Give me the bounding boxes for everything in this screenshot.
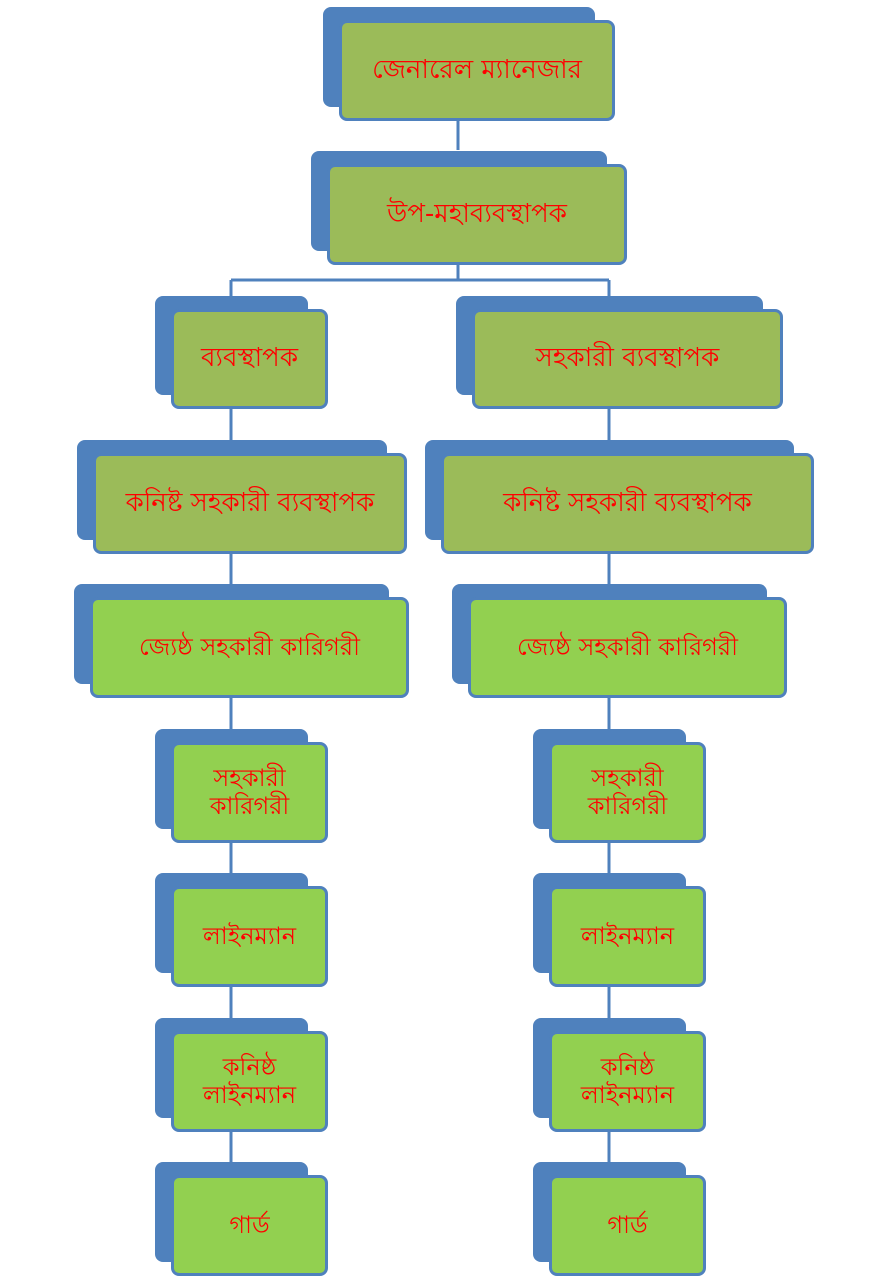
assistant-manager-node: সহকারী ব্যবস্থাপক xyxy=(456,296,783,409)
general-manager-label: জেনারেল ম্যানেজার xyxy=(339,20,615,121)
right-junior-assistant-manager-label: কনিষ্ট সহকারী ব্যবস্থাপক xyxy=(441,453,814,554)
left-senior-assistant-technician-node: জ্যেষ্ঠ সহকারী কারিগরী xyxy=(74,584,409,698)
right-assistant-technician-node: সহকারী কারিগরী xyxy=(533,729,706,843)
manager-node: ব্যবস্থাপক xyxy=(155,296,328,409)
left-assistant-technician-node: সহকারী কারিগরী xyxy=(155,729,328,843)
left-junior-assistant-manager-label: কনিষ্ট সহকারী ব্যবস্থাপক xyxy=(93,453,407,554)
left-guard-label: গার্ড xyxy=(171,1175,328,1276)
left-junior-assistant-manager-node: কনিষ্ট সহকারী ব্যবস্থাপক xyxy=(77,440,407,554)
left-guard-node: গার্ড xyxy=(155,1162,328,1276)
general-manager-node: জেনারেল ম্যানেজার xyxy=(323,7,615,121)
left-assistant-technician-label: সহকারী কারিগরী xyxy=(171,742,328,843)
right-guard-label: গার্ড xyxy=(549,1175,706,1276)
right-lineman-label: লাইনম্যান xyxy=(549,886,706,987)
left-senior-assistant-technician-label: জ্যেষ্ঠ সহকারী কারিগরী xyxy=(90,597,409,698)
right-assistant-technician-label: সহকারী কারিগরী xyxy=(549,742,706,843)
left-lineman-node: লাইনম্যান xyxy=(155,873,328,987)
left-lineman-label: লাইনম্যান xyxy=(171,886,328,987)
deputy-general-manager-node: উপ-মহাব্যবস্থাপক xyxy=(311,151,627,265)
right-lineman-node: লাইনম্যান xyxy=(533,873,706,987)
right-senior-assistant-technician-node: জ্যেষ্ঠ সহকারী কারিগরী xyxy=(452,584,787,698)
right-junior-assistant-manager-node: কনিষ্ট সহকারী ব্যবস্থাপক xyxy=(425,440,814,554)
right-guard-node: গার্ড xyxy=(533,1162,706,1276)
deputy-general-manager-label: উপ-মহাব্যবস্থাপক xyxy=(327,164,627,265)
left-junior-lineman-node: কনিষ্ঠ লাইনম্যান xyxy=(155,1018,328,1132)
right-junior-lineman-label: কনিষ্ঠ লাইনম্যান xyxy=(549,1031,706,1132)
manager-label: ব্যবস্থাপক xyxy=(171,309,328,409)
left-junior-lineman-label: কনিষ্ঠ লাইনম্যান xyxy=(171,1031,328,1132)
right-senior-assistant-technician-label: জ্যেষ্ঠ সহকারী কারিগরী xyxy=(468,597,787,698)
assistant-manager-label: সহকারী ব্যবস্থাপক xyxy=(472,309,783,409)
right-junior-lineman-node: কনিষ্ঠ লাইনম্যান xyxy=(533,1018,706,1132)
